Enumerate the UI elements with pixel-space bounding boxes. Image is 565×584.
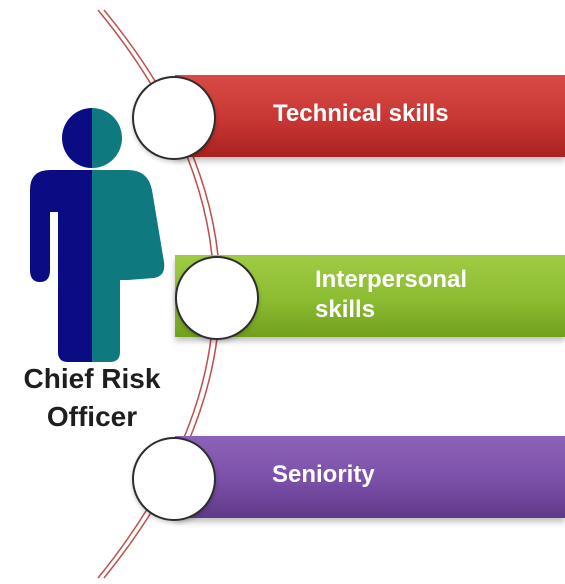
person-icon xyxy=(30,108,165,362)
chief-risk-officer-label: Chief Risk Officer xyxy=(0,360,184,436)
technical-skills-bar: Technical skills xyxy=(175,75,565,157)
male-figure-icon xyxy=(30,108,92,362)
interpersonal-skills-circle xyxy=(175,256,259,340)
chief-risk-officer-line1: Chief Risk xyxy=(23,363,161,394)
seniority-label: Seniority xyxy=(272,461,375,488)
interpersonal-skills-label-line2: skills xyxy=(315,296,376,323)
seniority-circle xyxy=(132,437,216,521)
interpersonal-skills-label-line1: Interpersonal xyxy=(315,266,468,293)
technical-skills-circle xyxy=(132,76,216,160)
technical-skills-label: Technical skills xyxy=(273,100,449,127)
chief-risk-officer-line2: Officer xyxy=(46,401,138,432)
seniority-bar: Seniority xyxy=(175,436,565,518)
female-figure-icon xyxy=(92,108,165,362)
interpersonal-skills-label: Interpersonal skills xyxy=(315,265,467,325)
